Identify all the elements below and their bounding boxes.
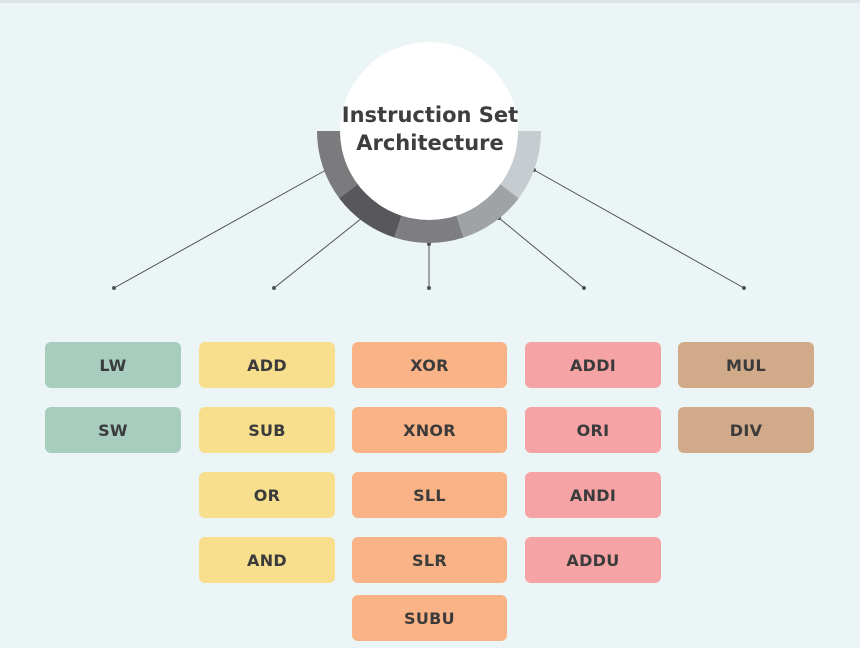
instruction-box: OR bbox=[199, 472, 335, 518]
connector-lines bbox=[113, 169, 745, 289]
instruction-box: AND bbox=[199, 537, 335, 583]
ring-segment-5 bbox=[497, 131, 542, 199]
instruction-box: DIV bbox=[678, 407, 814, 453]
instruction-box: ANDI bbox=[525, 472, 661, 518]
hub-title: Instruction Set Architecture bbox=[336, 101, 524, 157]
hub-circle bbox=[340, 42, 518, 220]
instruction-box: SW bbox=[45, 407, 181, 453]
instruction-box: MUL bbox=[678, 342, 814, 388]
connector-dot bbox=[427, 242, 431, 246]
hub-ring bbox=[316, 131, 542, 243]
hub-title-line-2: Architecture bbox=[356, 131, 504, 155]
instruction-box: ORI bbox=[525, 407, 661, 453]
instruction-box: SLR bbox=[352, 537, 507, 583]
connector-dot bbox=[112, 286, 116, 290]
ring-segment-4 bbox=[455, 182, 519, 238]
hub-title-line-1: Instruction Set bbox=[341, 103, 519, 127]
connector-dot bbox=[427, 286, 431, 290]
connector-dot bbox=[742, 286, 746, 290]
top-divider bbox=[0, 0, 860, 3]
connector-1 bbox=[113, 169, 327, 289]
ring-segment-3 bbox=[394, 212, 464, 243]
instruction-box: XNOR bbox=[352, 407, 507, 453]
connector-dot bbox=[272, 286, 276, 290]
connector-2 bbox=[273, 217, 363, 289]
ring-segment-1 bbox=[316, 131, 361, 199]
connector-dot bbox=[582, 286, 586, 290]
instruction-box: SUB bbox=[199, 407, 335, 453]
connector-4 bbox=[498, 217, 585, 289]
instruction-box: SUBU bbox=[352, 595, 507, 641]
instruction-box: ADDI bbox=[525, 342, 661, 388]
ring-segment-2 bbox=[339, 182, 403, 238]
instruction-box: LW bbox=[45, 342, 181, 388]
instruction-box: ADDU bbox=[525, 537, 661, 583]
connector-5 bbox=[533, 169, 745, 289]
instruction-box: XOR bbox=[352, 342, 507, 388]
instruction-box: ADD bbox=[199, 342, 335, 388]
instruction-box: SLL bbox=[352, 472, 507, 518]
